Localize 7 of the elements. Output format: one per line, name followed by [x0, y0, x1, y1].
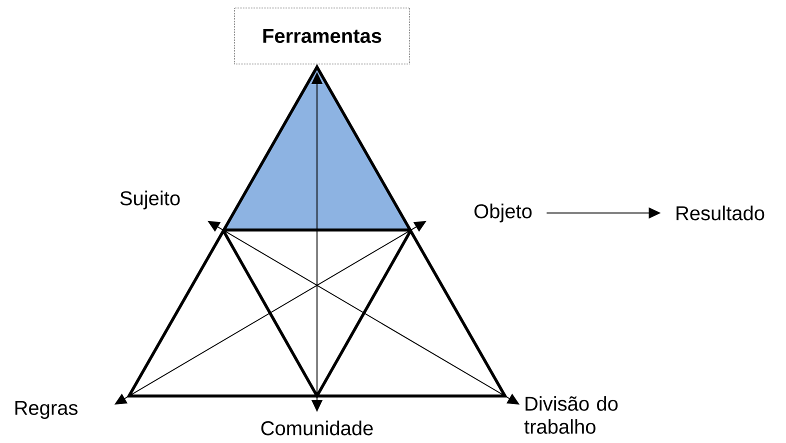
tool-box: Ferramentas: [234, 8, 410, 64]
vertex-label: Comunidade: [261, 420, 373, 436]
result-label: Resultado: [676, 206, 764, 220]
vertex-label: Objeto: [474, 204, 532, 222]
vertex-label: Divisão do trabalho: [524, 396, 618, 434]
vertex-label: Sujeito: [120, 190, 180, 210]
vertex-label: Regras: [15, 401, 78, 419]
